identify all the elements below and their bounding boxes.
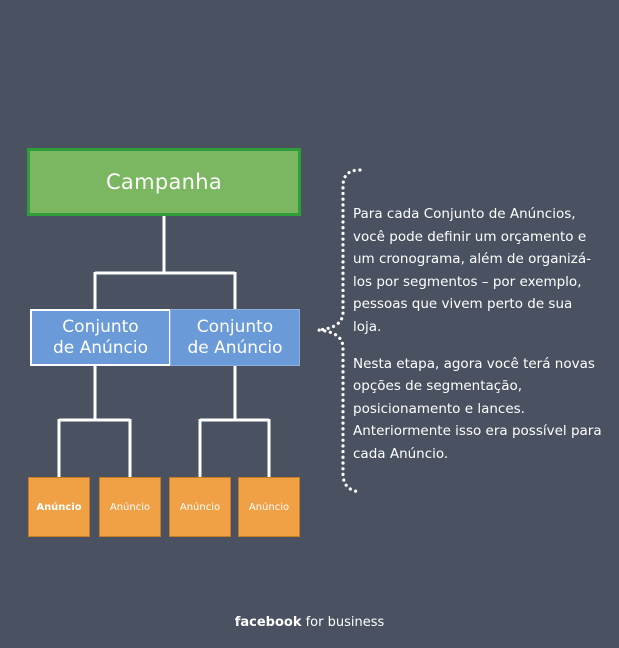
ad-2-label: Anúncio <box>109 501 151 513</box>
ad-4-label: Anúncio <box>248 501 290 513</box>
ad-3-label: Anúncio <box>179 501 221 513</box>
adset-node-2: Conjunto de Anúncio <box>170 309 300 366</box>
ad-node-3: Anúncio <box>169 477 231 537</box>
campaign-node: Campanha <box>27 148 301 216</box>
description-paragraph-2: Nesta etapa, agora você terá novas opçõe… <box>353 355 602 462</box>
dotted-brace <box>317 168 362 494</box>
footer-logo: facebook for business <box>0 615 619 630</box>
footer-suffix: for business <box>301 615 385 630</box>
adset-1-label-line2: de Anúncio <box>52 337 149 358</box>
ad-node-1: Anúncio <box>28 477 90 537</box>
adset-1-label-line1: Conjunto <box>62 316 139 337</box>
ad-1-label: Anúncio <box>36 501 82 513</box>
ad-node-2: Anúncio <box>99 477 161 537</box>
adset-2-label-line2: de Anúncio <box>187 337 283 358</box>
ad-node-4: Anúncio <box>238 477 300 537</box>
description-text: Para cada Conjunto de Anúncios, você pod… <box>353 203 603 480</box>
adset-2-label-line1: Conjunto <box>196 316 274 337</box>
campaign-label: Campanha <box>105 170 223 194</box>
facebook-wordmark: facebook <box>234 615 302 630</box>
description-paragraph-1: Para cada Conjunto de Anúncios, você pod… <box>353 206 592 335</box>
adset-node-1: Conjunto de Anúncio <box>30 309 171 366</box>
